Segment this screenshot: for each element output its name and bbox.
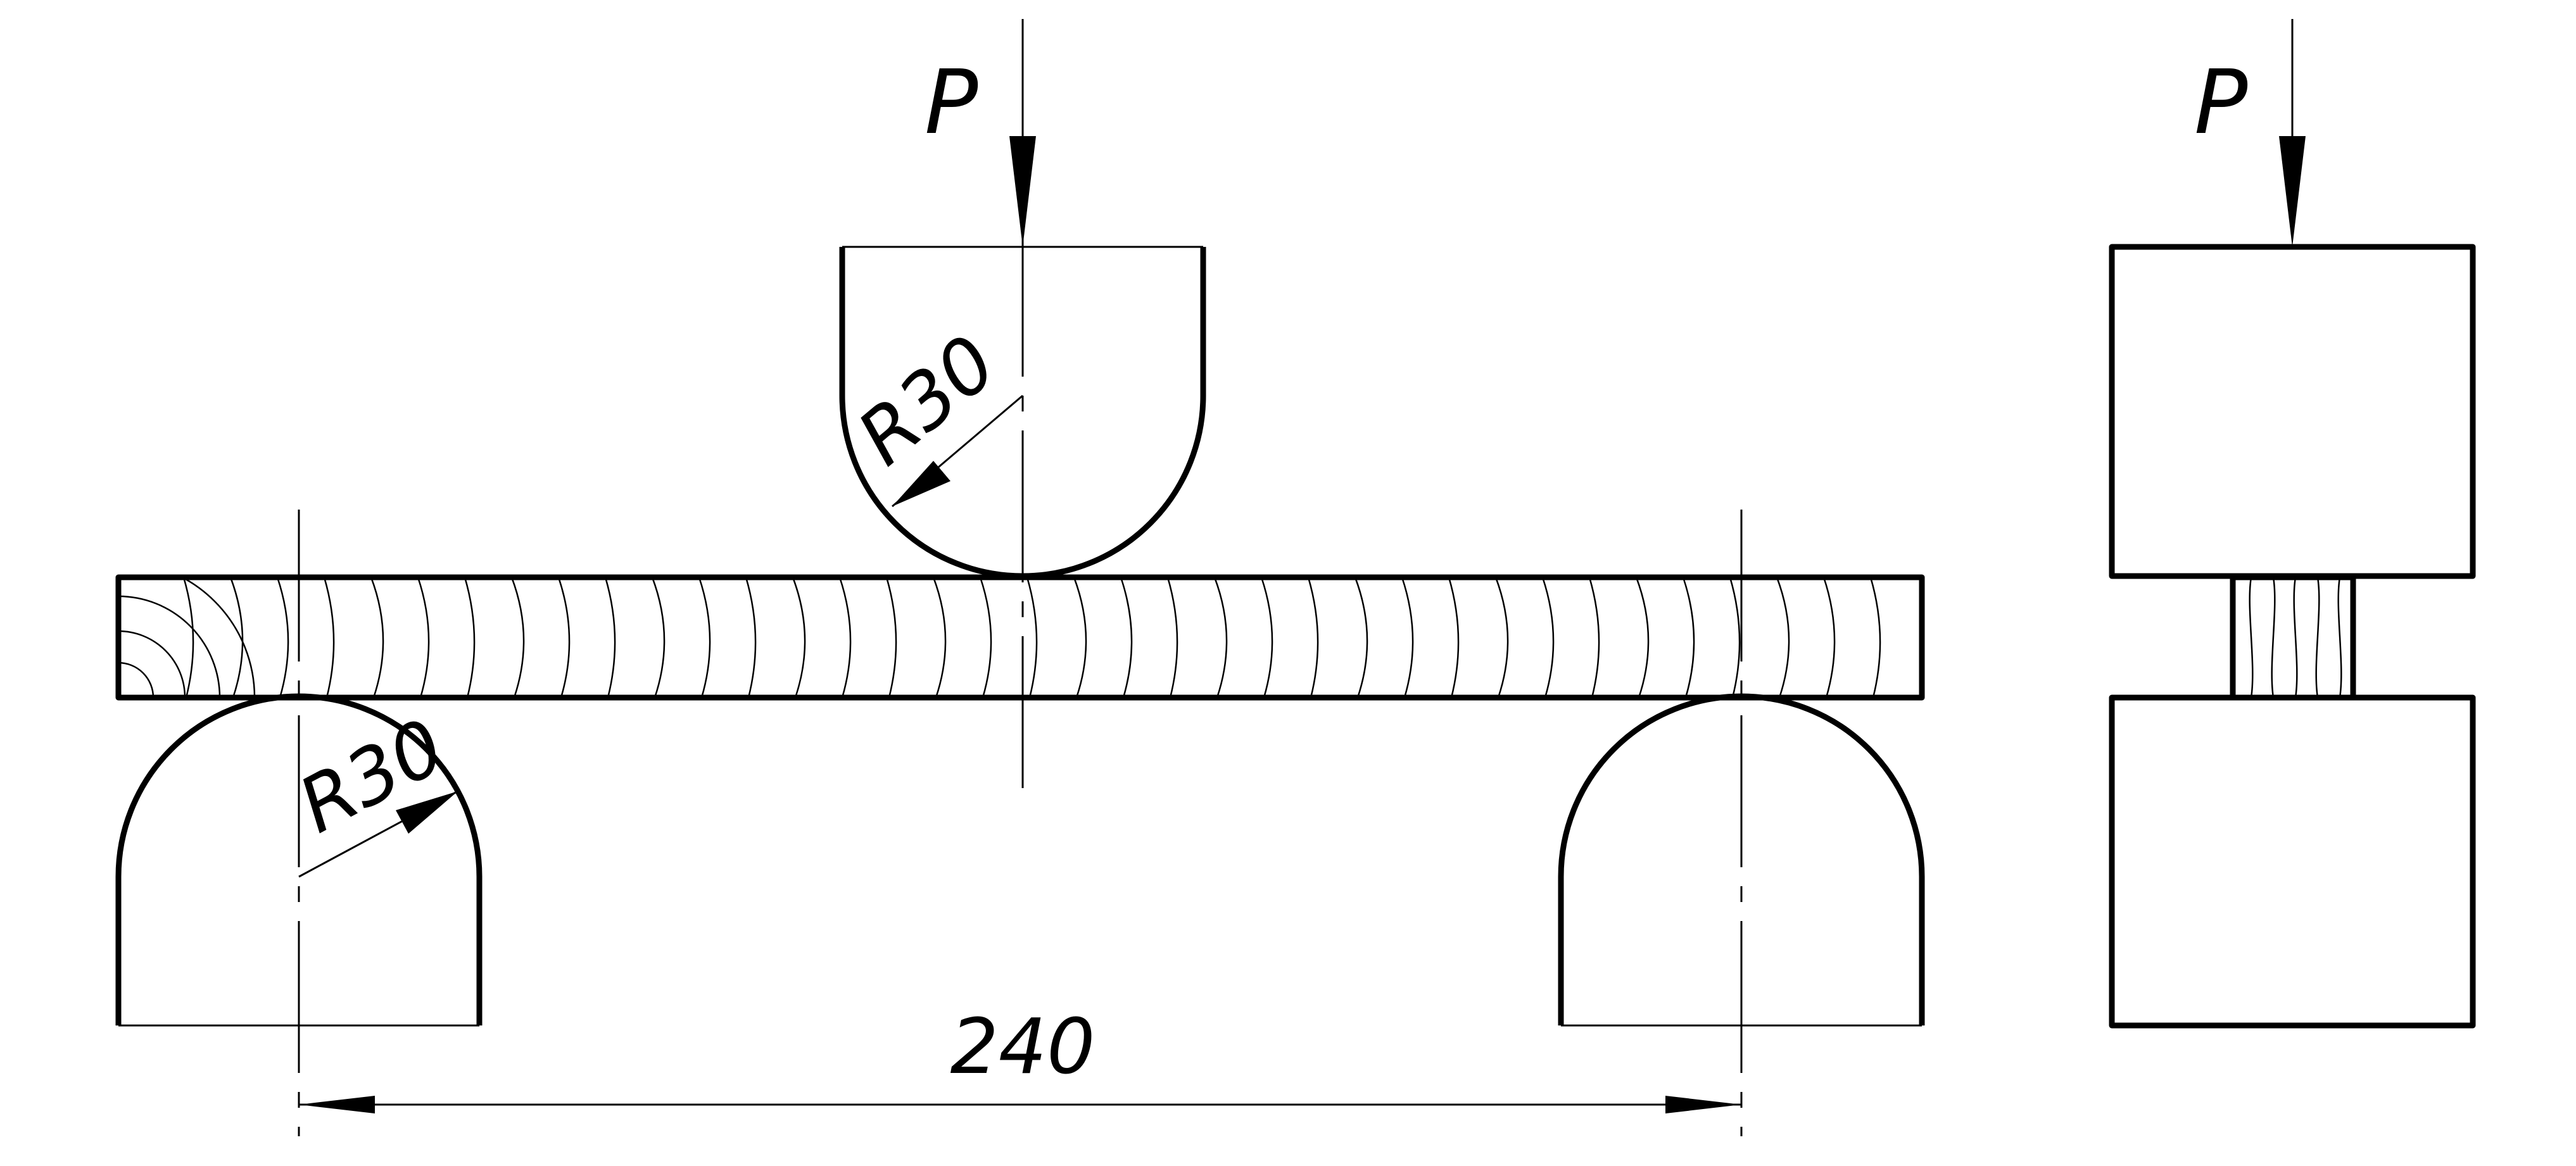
side-view: [2109, 19, 2476, 1029]
grain-line: [1822, 577, 1836, 698]
grain-line: [838, 577, 852, 698]
radius-arrowhead-left: [396, 791, 458, 834]
grain-line: [1026, 577, 1038, 698]
radius-label-left: R30: [285, 703, 458, 851]
grain-arc: [118, 595, 221, 698]
grain-line: [792, 577, 806, 698]
force-arrowhead-main: [1009, 136, 1036, 247]
radius-arrowhead-top: [892, 461, 950, 506]
grain-line: [932, 577, 947, 698]
side-grain-line: [2271, 577, 2276, 698]
grain-line: [417, 577, 430, 698]
grain-line: [510, 577, 525, 698]
grain-line: [1307, 577, 1319, 698]
radius-dimension-top: [892, 394, 1023, 508]
span-dimension: [299, 1096, 1741, 1113]
grain-arc: [180, 577, 256, 698]
grain-line: [1260, 577, 1273, 698]
grain-arc: [118, 661, 155, 698]
grain-line: [1635, 577, 1650, 698]
specimen-beam: [115, 574, 1925, 701]
side-grain-line: [2293, 577, 2298, 698]
grain-line: [1776, 577, 1790, 698]
grain-arc: [118, 630, 186, 698]
radius-label-top: R30: [842, 319, 1013, 482]
side-grain-line: [2249, 577, 2254, 698]
grain-line: [885, 577, 897, 698]
grain-line: [1073, 577, 1087, 698]
grain-line: [276, 577, 289, 698]
side-view-lower-block: [2109, 694, 2476, 1029]
grain-line: [182, 577, 194, 698]
force-label-side: P: [2194, 51, 2248, 154]
grain-line: [557, 577, 571, 698]
force-arrowhead-side: [2279, 136, 2306, 247]
side-grain-line: [2337, 577, 2342, 698]
grain-line: [1729, 577, 1741, 698]
grain-line: [651, 577, 666, 698]
grain-line: [1354, 577, 1368, 698]
side-view-upper-block: [2109, 244, 2476, 579]
grain-line: [464, 577, 476, 698]
span-label: 240: [950, 1003, 1095, 1091]
grain-line: [604, 577, 616, 698]
grain-line: [1494, 577, 1509, 698]
grain-line: [1588, 577, 1600, 698]
side-grain-line: [2315, 577, 2320, 698]
grain-line: [1166, 577, 1178, 698]
force-label-main: P: [925, 51, 978, 154]
wood-grain-lines: [118, 577, 1881, 698]
grain-line: [1448, 577, 1460, 698]
grain-line: [1401, 577, 1414, 698]
grain-line: [1213, 577, 1228, 698]
grain-line: [323, 577, 335, 698]
span-arrowhead-right: [1665, 1096, 1741, 1113]
grain-line: [1682, 577, 1695, 698]
grain-line: [370, 577, 384, 698]
grain-line: [745, 577, 757, 698]
grain-line: [1120, 577, 1133, 698]
side-view-wood-grain: [2249, 577, 2342, 698]
force-arrow-main: [1009, 136, 1036, 247]
side-view-specimen: [2230, 574, 2356, 701]
grain-line: [1869, 577, 1881, 698]
span-arrowhead-left: [299, 1096, 375, 1113]
specimen-outline: [115, 574, 1925, 701]
grain-line: [1541, 577, 1555, 698]
grain-line: [698, 577, 711, 698]
grain-line: [979, 577, 992, 698]
grain-line: [229, 577, 244, 698]
radius-dimension-left: [298, 790, 458, 878]
